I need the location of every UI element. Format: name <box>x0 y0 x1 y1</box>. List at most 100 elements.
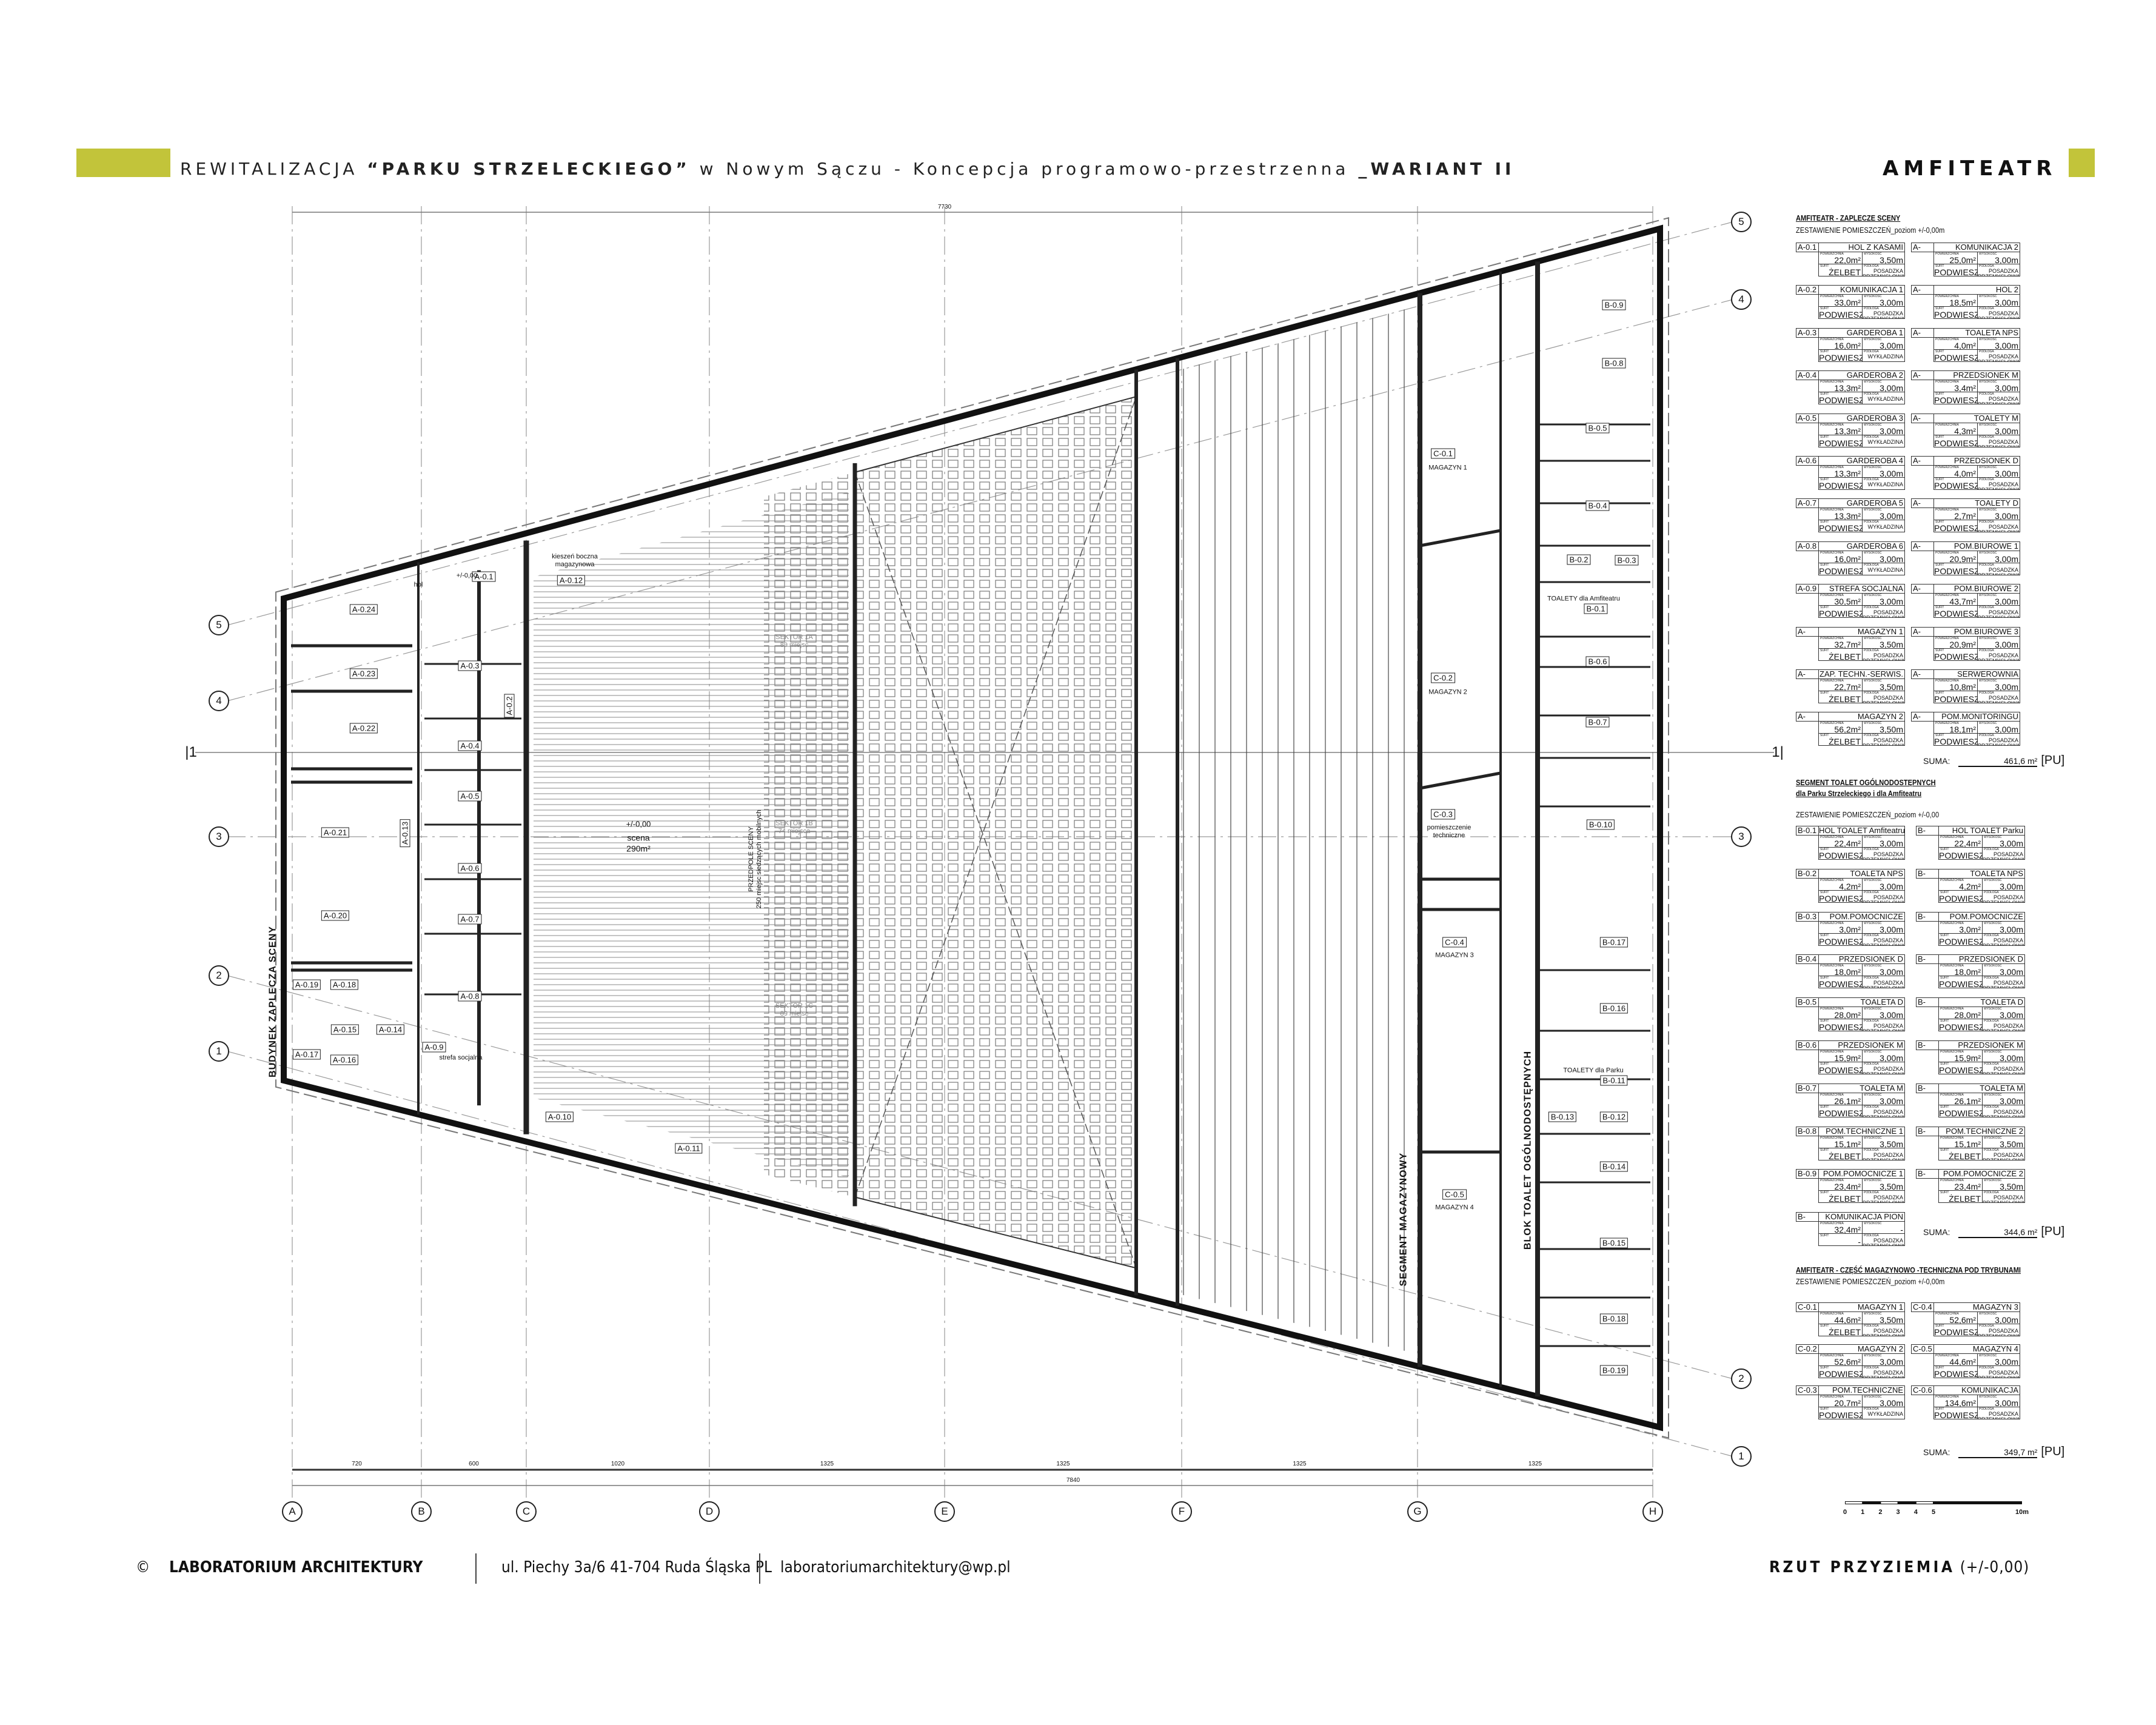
total-unit: [PU] <box>2041 1225 2065 1238</box>
dimension-value: 1325 <box>1293 1461 1307 1467</box>
room-floor-value: POSADZKA PRZEMYSŁOWA <box>1863 268 1905 276</box>
room-name: TOALETA M <box>1818 1083 1905 1093</box>
room-ceiling-cell: SUFITPODWIESZONY <box>1933 520 1978 533</box>
forestage-name: PRZEDPOLE SCENY <box>748 826 755 892</box>
axis-line-1 <box>227 1051 1733 1457</box>
room-area-value: 13,3m² <box>1834 469 1861 478</box>
room-floor-value: POSADZKA PRZEMYSŁOWA <box>1978 737 2020 746</box>
room-floor-value: POSADZKA PRZEMYSŁOWA <box>1983 1108 2025 1117</box>
room-height-label: WYSOKOŚĆ <box>1979 551 1997 555</box>
total-value: 461,6 m² <box>1958 756 2038 767</box>
room-height-value: 3,00m <box>1995 298 2018 307</box>
room-id: A-0.4 <box>1796 370 1819 381</box>
room-height-value: 3,00m <box>1880 597 1903 606</box>
room-height-label: WYSOKOŚĆ <box>1979 380 1997 384</box>
room-ceiling-value: PODWIESZONY <box>1939 851 1983 860</box>
room-tag-B-0.12: B-0.12 <box>1599 1111 1629 1122</box>
room-height-label: WYSOKOŚĆ <box>1979 1395 1997 1399</box>
room-ceiling-label: SUFIT <box>1940 1191 1949 1195</box>
room-ceiling-label: SUFIT <box>1820 1148 1829 1152</box>
room-floor-label: PODŁOGA <box>1864 1234 1879 1238</box>
room-area-value: 22,0m² <box>1834 255 1861 264</box>
schedule-total: SUMA:349,7 m²[PU] <box>1923 1445 2064 1459</box>
room-ceiling-value: PODWIESZONY <box>1819 979 1863 989</box>
room-id: C-0.3 <box>1796 1385 1819 1395</box>
room-ceiling-label: SUFIT <box>1940 848 1949 851</box>
room-floor-value: WYKŁADZINA <box>1867 524 1903 531</box>
room-area-value: 52,6m² <box>1949 1315 1976 1324</box>
room-area-value: 3,0m² <box>1839 924 1861 934</box>
room-floor-value: WYKŁADZINA <box>1867 566 1903 573</box>
room-height-value: 3,50m <box>2000 1182 2023 1191</box>
room-entry: A-0.12MAGAZYN 2POWIERZCHNIA56,2m²WYSOKOŚ… <box>1796 712 1905 746</box>
room-ceiling-value: PODWIESZONY <box>1939 979 1983 989</box>
scale-bar-segment <box>1846 1502 1863 1504</box>
title-prefix: REWITALIZACJA <box>180 159 367 179</box>
room-height-label: WYSOKOŚĆ <box>1984 1007 2002 1011</box>
room-ceiling-cell: SUFITPODWIESZONY <box>1818 976 1863 989</box>
room-area-label: POWIERZCHNIA <box>1940 1136 1964 1140</box>
room-tag-A-0.12: A-0.12 <box>557 575 586 586</box>
room-floor-value: POSADZKA PRZEMYSŁOWA <box>1978 1369 2020 1378</box>
room-height-label: WYSOKOŚĆ <box>1984 921 2002 925</box>
room-height-label: WYSOKOŚĆ <box>1864 836 1882 839</box>
total-unit: [PU] <box>2041 1445 2065 1458</box>
room-area-value: 23,4m² <box>1954 1182 1981 1191</box>
room-ceiling-label: SUFIT <box>1820 933 1829 937</box>
room-height-value: 3,00m <box>2000 1053 2023 1062</box>
room-floor-label: PODŁOGA <box>1984 976 1999 980</box>
room-entry: A-0.14HOL 2POWIERZCHNIA18,5m²WYSOKOŚĆ3,0… <box>1911 285 2020 320</box>
room-ceiling-value: PODWIESZONY <box>1819 1065 1863 1074</box>
room-id: C-0.2 <box>1796 1344 1819 1354</box>
room-tag-B-0.16: B-0.16 <box>1599 1003 1629 1014</box>
scale-bar-segment <box>1881 1502 1898 1504</box>
room-tag-A-0.6: A-0.6 <box>458 863 482 874</box>
room-ceiling-label: SUFIT <box>1935 307 1944 311</box>
room-floor-label: PODŁOGA <box>1864 1105 1879 1109</box>
room-height-value: 3,50m <box>1880 725 1903 734</box>
room-floor-value: POSADZKA PRZEMYSŁOWA <box>1978 524 2020 533</box>
room-ceiling-label: SUFIT <box>1820 1365 1829 1370</box>
room-name: POM.BIUROWE 3 <box>1933 626 2020 637</box>
project-title: REWITALIZACJA “PARKU STRZELECKIEGO” w No… <box>180 159 1515 179</box>
room-entry: A-0.17TOALETY MPOWIERZCHNIA4,3m²WYSOKOŚĆ… <box>1911 413 2020 448</box>
room-name: PRZEDSIONEK M <box>1818 1040 1905 1050</box>
room-height-label: WYSOKOŚĆ <box>1864 551 1882 555</box>
axis-marker-A: A <box>282 1501 303 1522</box>
room-floor-label: PODŁOGA <box>1864 933 1879 937</box>
office-email[interactable]: laboratoriumarchitektury@wp.pl <box>780 1558 1011 1576</box>
room-area-value: 18,1m² <box>1949 725 1976 734</box>
room-floor-value: POSADZKA PRZEMYSŁOWA <box>1863 609 1905 618</box>
room-id: B-0.1 <box>1796 826 1819 836</box>
room-floor-label: PODŁOGA <box>1979 606 1994 610</box>
room-ceiling-value: PODWIESZONY <box>1939 893 1983 903</box>
room-height-value: 3,00m <box>1880 554 1903 563</box>
dimension-total-top: 7730 <box>937 204 952 210</box>
room-height-value: 3,00m <box>1880 511 1903 521</box>
room-height-label: WYSOKOŚĆ <box>1864 1312 1882 1316</box>
room-tag-C-0.4: C-0.4 <box>1442 937 1467 948</box>
room-name: POM.BIUROWE 2 <box>1933 584 2020 594</box>
room-floor-value: POSADZKA PRZEMYSŁOWA <box>1863 937 1905 946</box>
